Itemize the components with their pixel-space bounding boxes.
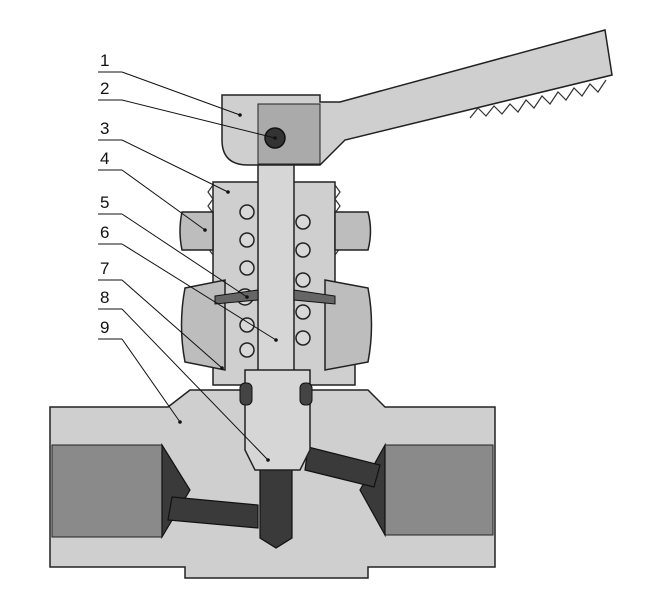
callout-9: 9	[98, 318, 182, 424]
svg-text:1: 1	[100, 51, 109, 70]
callout-4: 4	[98, 149, 207, 232]
right-port-threads	[359, 442, 494, 538]
svg-text:5: 5	[100, 193, 109, 212]
flow-passages	[167, 446, 381, 549]
o-rings	[239, 382, 313, 406]
left-port-threads	[51, 442, 191, 540]
callout-5: 5	[98, 193, 249, 299]
callout-1: 1	[98, 51, 242, 117]
svg-text:3: 3	[100, 119, 109, 138]
stem	[244, 129, 311, 471]
callout-3: 3	[98, 119, 230, 194]
washer	[214, 289, 336, 305]
svg-text:8: 8	[100, 288, 109, 307]
callout-8: 8	[98, 288, 270, 462]
callout-6: 6	[98, 223, 278, 342]
callout-2: 2	[98, 79, 277, 140]
svg-text:4: 4	[100, 149, 109, 168]
panel-nut	[179, 211, 372, 251]
svg-text:7: 7	[100, 259, 109, 278]
packing-nut	[180, 279, 373, 371]
svg-text:6: 6	[100, 223, 109, 242]
svg-text:9: 9	[100, 318, 109, 337]
svg-text:2: 2	[100, 79, 109, 98]
callout-7: 7	[98, 259, 224, 370]
